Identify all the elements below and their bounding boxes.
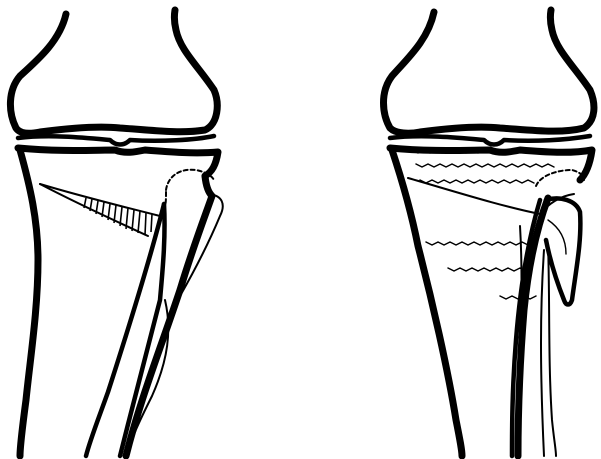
right-wire-4 [426,242,528,245]
right-dashed-outline [536,170,584,186]
left-tibia-medial-cortex [20,150,38,456]
right-panel [384,10,594,456]
right-tibia-lateral-cortex [518,198,548,456]
left-dashed-outline-2 [164,192,166,210]
right-fibula-shaft-2 [541,250,544,456]
right-tibia-medial-cortex [392,150,462,456]
left-wedge-hatching [84,198,152,235]
right-fixation-wire [548,220,566,254]
right-femur-outline [384,10,594,133]
right-fixation-line [520,226,522,330]
right-fibula [546,199,580,305]
right-wire-2 [416,164,554,167]
left-joint-line [18,136,214,145]
right-joint-line [390,136,590,145]
right-wire-3 [420,180,534,183]
left-tibia-plateau [18,148,218,176]
left-panel [10,10,222,456]
right-wire-5 [448,268,526,271]
left-wedge-upper-line [40,184,160,216]
left-femur-outline [10,10,217,133]
right-wire-6 [500,296,536,299]
